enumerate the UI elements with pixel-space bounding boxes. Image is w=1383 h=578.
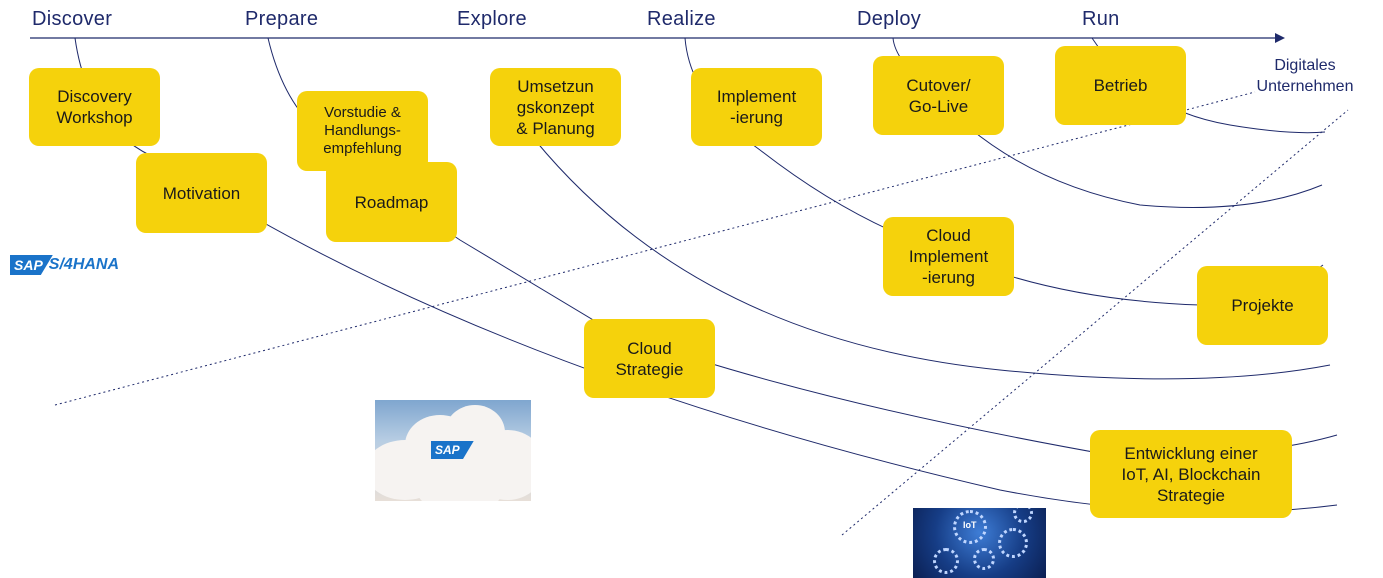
phase-prepare: Prepare (245, 8, 319, 30)
arc-explore (534, 139, 1331, 380)
card-entwicklung[interactable]: Entwicklung einer IoT, AI, Blockchain St… (1090, 430, 1292, 518)
card-betrieb[interactable]: Betrieb (1055, 46, 1186, 125)
card-projekte[interactable]: Projekte (1197, 266, 1328, 345)
sap-product-name: S/4HANA (48, 256, 120, 273)
card-cloud-implementierung[interactable]: Cloud Implement -ierung (883, 217, 1014, 296)
card-implementierung[interactable]: Implement -ierung (691, 68, 822, 146)
card-roadmap[interactable]: Roadmap (326, 162, 457, 242)
iot-gears-image: IoT (913, 508, 1046, 578)
iot-label: IoT (963, 520, 977, 530)
dotted-diagonal-2 (841, 109, 1349, 536)
cloud-sap-badge: SAP (431, 441, 474, 459)
goal-label: Digitales Unternehmen (1256, 57, 1354, 95)
card-discovery-workshop[interactable]: Discovery Workshop (29, 68, 160, 146)
phase-deploy: Deploy (857, 8, 922, 30)
sap-badge: SAP (10, 255, 53, 275)
timeline-arrowhead (1275, 33, 1285, 43)
sap-cloud-image: SAP (375, 400, 531, 501)
phase-discover: Discover (32, 8, 113, 30)
card-cutover[interactable]: Cutover/ Go-Live (873, 56, 1004, 135)
dotted-diagonal-1 (54, 91, 1256, 406)
card-motivation[interactable]: Motivation (136, 153, 267, 233)
card-cloud-strategie[interactable]: Cloud Strategie (584, 319, 715, 398)
card-vorstudie[interactable]: Vorstudie & Handlungs- empfehlung (297, 91, 428, 171)
phase-explore: Explore (457, 8, 527, 30)
phase-realize: Realize (647, 8, 716, 30)
sap-s4hana-logo: SAP S/4HANA (10, 255, 119, 275)
card-umsetzungskonzept[interactable]: Umsetzun gskonzept & Planung (490, 68, 621, 146)
phase-run: Run (1082, 8, 1120, 30)
